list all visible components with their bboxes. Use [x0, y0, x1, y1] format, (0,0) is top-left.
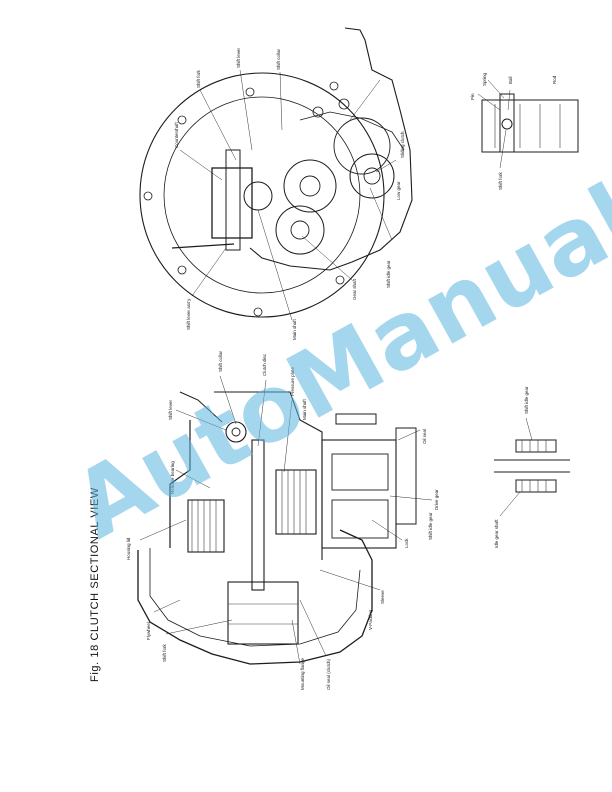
clutch-section-diagram: Housing lid Shift lever Release bearing … — [126, 350, 439, 690]
bolt-hole — [312, 106, 324, 118]
label-idle-gear-shaft: Idle gear shaft — [494, 519, 499, 548]
output-flange — [395, 427, 417, 525]
flywheel-housing — [137, 529, 373, 665]
label-shift-lever: Shift lever — [236, 47, 241, 68]
label-mounting-flange: Mounting flange — [300, 657, 305, 690]
case-outline — [299, 111, 405, 151]
shift-lever — [171, 243, 235, 249]
gear-hub — [299, 175, 321, 197]
shift-lever-pin — [231, 427, 241, 437]
top-view-diagram: Shift fork Shift lever Shift collar Coun… — [139, 27, 413, 340]
figure-caption: Fig. 18 CLUTCH SECTIONAL VIEW — [89, 487, 101, 682]
label-shift-collar: Shift collar — [276, 48, 281, 70]
detail-gear-top — [515, 439, 557, 453]
label-pressure-plate: Pressure plate — [290, 366, 295, 396]
inset-label-rod: Rod — [552, 75, 557, 84]
inset-rod-housing — [499, 93, 515, 153]
label-clutch-disc: Clutch disc — [262, 353, 267, 376]
housing-inner — [163, 96, 361, 294]
label-gear-shaft: Gear shaft — [352, 278, 357, 300]
inset-label-spring: Spring — [482, 72, 487, 86]
inset-block — [481, 99, 579, 153]
clutch-disc-hatching — [191, 500, 217, 552]
bolt-hole — [329, 81, 339, 91]
label-countershaft: Countershaft — [174, 121, 179, 148]
gear — [275, 205, 325, 255]
inset-label-ball: Ball — [508, 76, 513, 84]
shift-rail — [225, 149, 241, 251]
label-sec-main-shaft: Main shaft — [302, 398, 307, 420]
inset-label-pin: Pin — [470, 93, 475, 100]
pressure-plate — [275, 469, 317, 535]
leader-lines — [179, 69, 397, 321]
label-main-shaft: Main shaft — [292, 318, 297, 340]
bolt-hole — [253, 307, 263, 317]
gear — [333, 117, 391, 175]
bolt-hole — [143, 191, 153, 201]
label-shift-fork: Shift fork — [196, 69, 201, 88]
gear — [349, 153, 395, 199]
label-oil-seal-clutch: Oil seal (clutch) — [326, 658, 331, 690]
detent-ball — [501, 118, 513, 130]
drive-gear — [331, 453, 389, 491]
label-sec-shift-collar: Shift collar — [218, 350, 223, 372]
case-outline — [249, 27, 413, 271]
label-sliding-clutch: Sliding clutch — [400, 131, 405, 158]
bolt-hole — [177, 265, 187, 275]
pressure-plate-hatching — [281, 470, 307, 534]
shaft — [243, 181, 273, 211]
main-shaft — [251, 439, 265, 591]
label-detail-shift-idle-gear: Shift idle gear — [524, 386, 529, 414]
label-shift-idle-gear: Shift idle gear — [386, 260, 391, 288]
label-shift-lever-assy: Shift lever ass'y — [186, 298, 191, 330]
bolt-hole — [335, 275, 345, 285]
label-drive-gear: Drive gear — [434, 489, 439, 510]
gear-housing-wall — [169, 420, 191, 548]
housing-outline — [139, 72, 385, 318]
bolt-hole — [245, 87, 255, 97]
gear-hub — [363, 167, 381, 185]
label-sleeve: Sleeve — [380, 590, 385, 604]
label-v-packing: V-Packing — [368, 609, 373, 630]
label-release-bearing: Release bearing — [170, 461, 175, 494]
detail-gear-bottom — [515, 479, 557, 493]
label-oil-seal: Oil seal — [422, 429, 427, 444]
gear — [283, 159, 337, 213]
inset-detail-diagram: Pin Spring Ball Shift fork Rod — [470, 72, 579, 190]
label-sec-shift-idle-gear: Shift idle gear — [428, 512, 433, 540]
label-low-gear: Low gear — [396, 181, 401, 200]
flywheel — [227, 581, 299, 645]
clutch-disc-pack — [187, 499, 225, 553]
leader-lines — [139, 375, 433, 665]
idle-gear-detail-diagram: Shift idle gear Idle gear shaft — [494, 386, 570, 548]
inset-label-shift-fork: Shift fork — [498, 171, 503, 190]
label-sec-shift-lever: Shift lever — [168, 399, 173, 420]
shift-lever-arm — [179, 391, 223, 423]
gear-case — [321, 439, 397, 549]
idle-gear — [331, 499, 389, 539]
cover-plate — [335, 413, 377, 425]
label-housing-lid: Housing lid — [126, 537, 131, 560]
shift-lever-pivot — [225, 421, 247, 443]
bolt-hole — [338, 98, 350, 110]
label-lock: Lock — [404, 538, 409, 548]
shift-fork-bracket — [211, 167, 253, 239]
label-flywheel: Flywheel — [146, 622, 151, 640]
bolt-hole — [177, 115, 187, 125]
gear-hub — [290, 220, 310, 240]
label-sec-shift-fork: Shift fork — [162, 643, 167, 662]
flywheel-housing-inner — [149, 548, 361, 647]
